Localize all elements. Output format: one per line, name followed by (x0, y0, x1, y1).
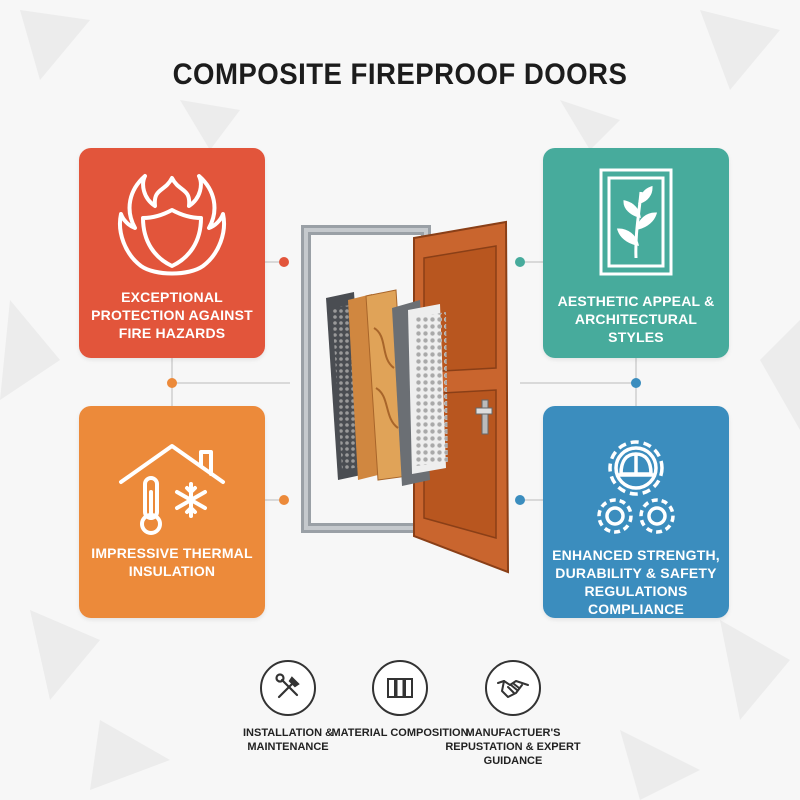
bottom-label-material: MATERIAL COMPOSITION (331, 727, 469, 739)
card-thermal-label: IMPRESSIVE THERMAL INSULATION (91, 545, 253, 579)
card-enhanced-strength: ENHANCED STRENGTH, DURABILITY & SAFETY R… (543, 406, 729, 618)
bottom-label-manufacturer: MANUFACTUER'S REPUSTATION & EXPERT GUIDA… (445, 727, 581, 767)
bottom-item-material: MATERIAL COMPOSITION (320, 660, 480, 740)
card-thermal-insulation: IMPRESSIVE THERMAL INSULATION (79, 406, 265, 618)
card-aesthetic-appeal: AESTHETIC APPEAL & ARCHITECTURAL STYLES (543, 148, 729, 358)
framed-leaf-icon (599, 168, 673, 276)
house-thermometer-snowflake-icon (119, 444, 225, 535)
card-aesthetic-label: AESTHETIC APPEAL & ARCHITECTURAL STYLES (557, 293, 715, 345)
card-fire-label: EXCEPTIONAL PROTECTION AGAINST FIRE HAZA… (91, 289, 253, 341)
hardhat-gears-icon (597, 440, 675, 534)
wrench-hammer-icon (260, 660, 316, 716)
bottom-label-installation: INSTALLATION & MAINTENANCE (242, 727, 334, 753)
layers-icon (372, 660, 428, 716)
handshake-icon (485, 660, 541, 716)
bottom-item-manufacturer: MANUFACTUER'S REPUSTATION & EXPERT GUIDA… (433, 660, 593, 768)
card-fire-protection: EXCEPTIONAL PROTECTION AGAINST FIRE HAZA… (79, 148, 265, 358)
card-strength-label: ENHANCED STRENGTH, DURABILITY & SAFETY R… (552, 547, 720, 617)
flame-shield-icon (118, 174, 226, 276)
composite-door-layers-illustration (301, 220, 510, 574)
page-title: COMPOSITE FIREPROOF DOORS (172, 58, 628, 91)
bottom-item-installation: INSTALLATION & MAINTENANCE (208, 660, 368, 754)
